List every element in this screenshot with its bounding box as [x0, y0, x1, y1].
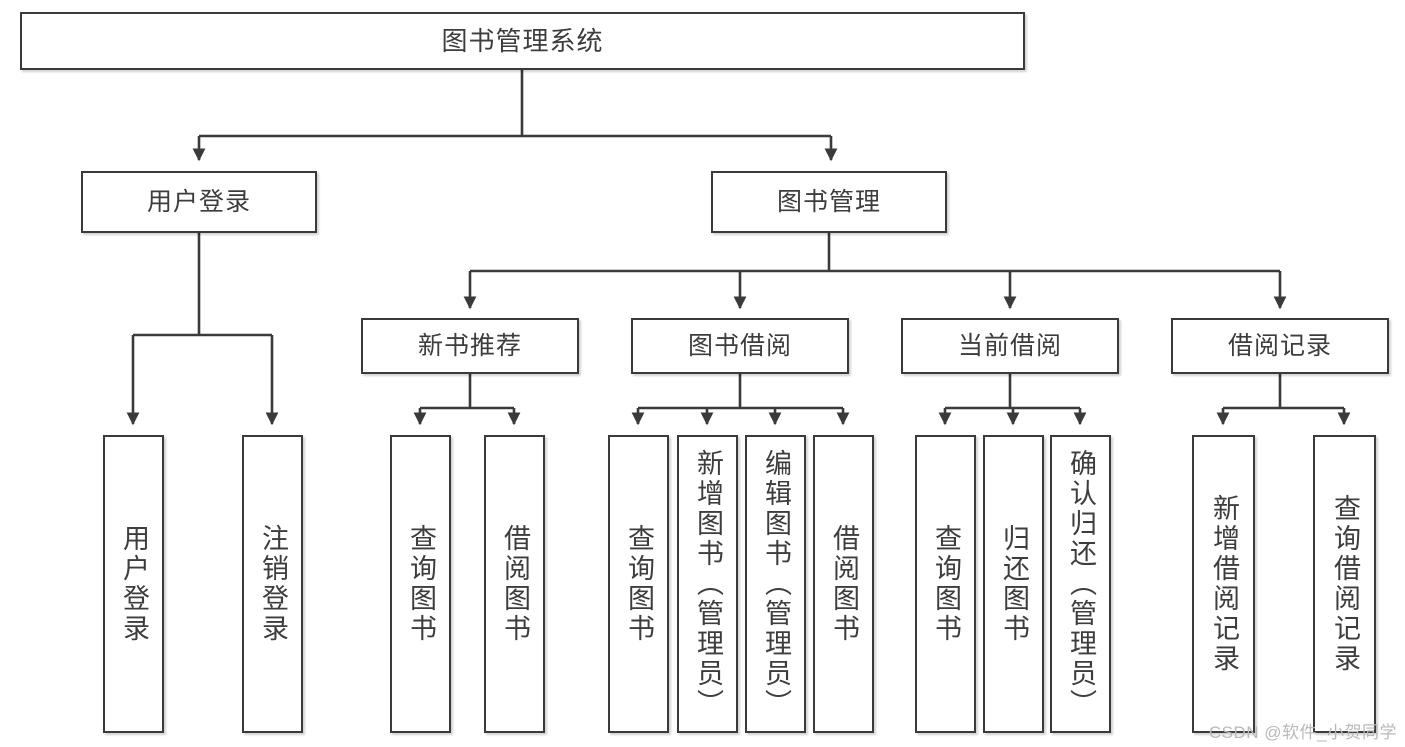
node-new-book-rec[interactable]: 新书推荐: [361, 318, 579, 374]
leaf-borrow-book-label: 借阅图书: [829, 524, 859, 644]
node-borrow-record-label: 借阅记录: [1227, 331, 1332, 360]
leaf-query-book-rec[interactable]: 查询图书: [390, 435, 451, 733]
leaf-add-book-label: 新增图书（管理员）: [693, 449, 723, 719]
leaf-add-borrow-record[interactable]: 新增借阅记录: [1192, 435, 1255, 733]
leaf-edit-book-label: 编辑图书（管理员）: [761, 449, 791, 719]
leaf-edit-book[interactable]: 编辑图书（管理员）: [745, 435, 806, 733]
leaf-add-book[interactable]: 新增图书（管理员）: [677, 435, 738, 733]
node-book-manage-label: 图书管理: [776, 187, 881, 216]
leaf-confirm-return[interactable]: 确认归还（管理员）: [1050, 435, 1111, 733]
leaf-return-book-label: 归还图书: [999, 524, 1029, 644]
leaf-borrow-book[interactable]: 借阅图书: [813, 435, 874, 733]
leaf-return-book[interactable]: 归还图书: [983, 435, 1044, 733]
node-root-label: 图书管理系统: [441, 25, 604, 56]
node-book-borrow-label: 图书借阅: [687, 331, 792, 360]
leaf-user-login[interactable]: 用户登录: [103, 435, 164, 733]
leaf-confirm-return-label: 确认归还（管理员）: [1066, 449, 1096, 719]
node-user-login[interactable]: 用户登录: [81, 171, 317, 233]
leaf-query-book-borrow[interactable]: 查询图书: [608, 435, 669, 733]
leaf-query-book-rec-label: 查询图书: [406, 524, 436, 644]
node-book-borrow[interactable]: 图书借阅: [631, 318, 849, 374]
node-current-borrow[interactable]: 当前借阅: [901, 318, 1119, 374]
leaf-query-borrow-record[interactable]: 查询借阅记录: [1313, 435, 1376, 733]
leaf-user-logout-label: 注销登录: [258, 524, 288, 644]
node-user-login-label: 用户登录: [146, 187, 251, 216]
leaf-query-book-current[interactable]: 查询图书: [915, 435, 976, 733]
node-book-manage[interactable]: 图书管理: [711, 171, 947, 233]
node-new-book-rec-label: 新书推荐: [417, 331, 522, 360]
leaf-query-borrow-record-label: 查询借阅记录: [1330, 494, 1360, 674]
node-root[interactable]: 图书管理系统: [20, 12, 1025, 70]
leaf-query-book-borrow-label: 查询图书: [624, 524, 654, 644]
node-borrow-record[interactable]: 借阅记录: [1171, 318, 1389, 374]
leaf-borrow-book-rec[interactable]: 借阅图书: [484, 435, 545, 733]
csdn-watermark: CSDN @软件_小贺同学: [1208, 723, 1397, 742]
leaf-user-login-label: 用户登录: [119, 524, 149, 644]
leaf-add-borrow-record-label: 新增借阅记录: [1209, 494, 1239, 674]
leaf-user-logout[interactable]: 注销登录: [242, 435, 303, 733]
leaf-query-book-current-label: 查询图书: [931, 524, 961, 644]
node-current-borrow-label: 当前借阅: [957, 331, 1062, 360]
leaf-borrow-book-rec-label: 借阅图书: [500, 524, 530, 644]
